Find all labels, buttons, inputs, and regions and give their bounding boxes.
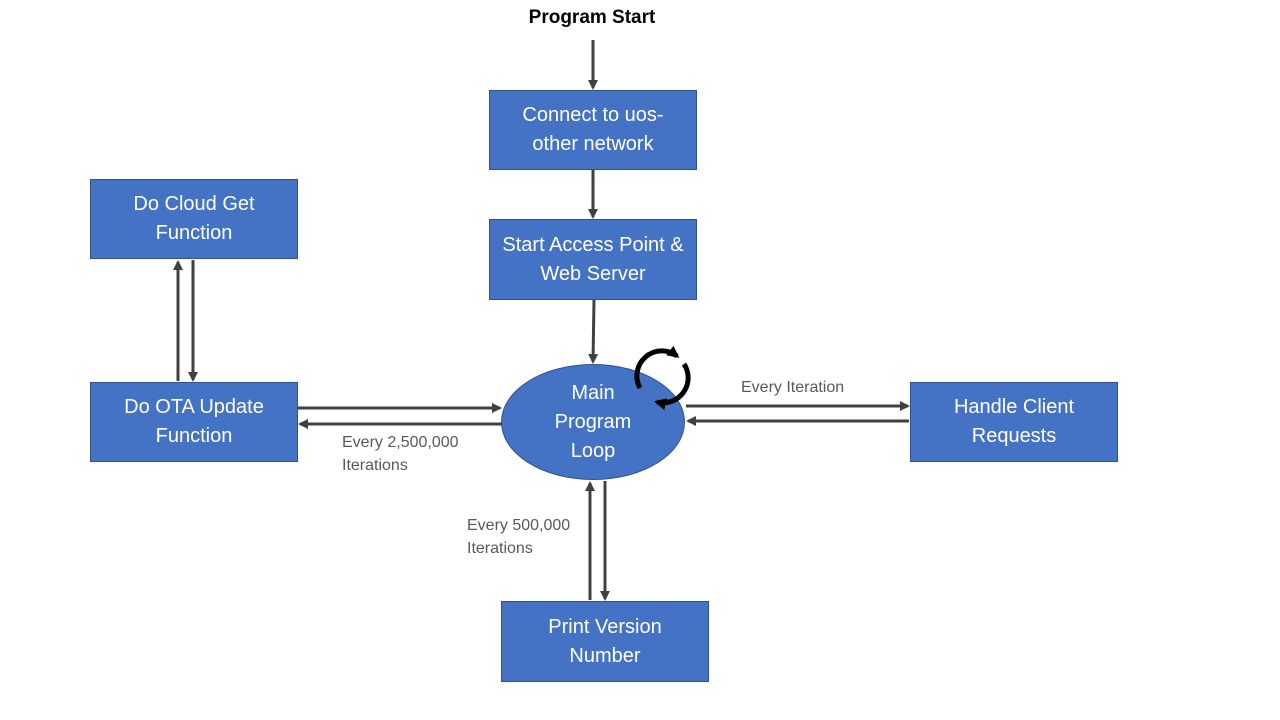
node-main-program-loop-label: Main Program Loop bbox=[554, 381, 632, 462]
refresh-loop-icon-lower-arc bbox=[654, 362, 691, 411]
node-start-access-point-label: Start Access Point & Web Server bbox=[502, 233, 684, 285]
node-print-version-label: Print Version Number bbox=[548, 615, 662, 667]
node-handle-client-requests-label: Handle Client Requests bbox=[953, 396, 1075, 447]
node-cloud-get-label: Do Cloud Get Function bbox=[133, 193, 255, 244]
refresh-loop-icon bbox=[634, 345, 691, 411]
node-print-version[interactable]: Print Version Number bbox=[501, 601, 709, 682]
node-start-access-point[interactable]: Start Access Point & Web Server bbox=[489, 219, 697, 300]
node-ota-update[interactable]: Do OTA Update Function bbox=[90, 382, 298, 462]
arrow-access-point-to-main-loop bbox=[588, 299, 599, 364]
node-main-program-loop[interactable]: Main Program Loop bbox=[501, 364, 685, 480]
refresh-loop-icon-upper-arc bbox=[634, 345, 680, 390]
node-handle-client-requests[interactable]: Handle Client Requests bbox=[910, 382, 1118, 462]
node-connect-network[interactable]: Connect to uos-other network bbox=[489, 90, 697, 170]
node-ota-update-label: Do OTA Update Function bbox=[124, 396, 264, 447]
program-start-label: Program Start bbox=[528, 7, 656, 28]
node-cloud-get[interactable]: Do Cloud Get Function bbox=[90, 179, 298, 259]
edge-label-every-2500000: Every 2,500,000 Iterations bbox=[342, 434, 459, 474]
node-connect-network-label: Connect to uos-other network bbox=[522, 104, 664, 155]
edge-label-every-iteration: Every Iteration bbox=[741, 379, 845, 396]
edge-label-every-500000: Every 500,000 Iterations bbox=[467, 517, 571, 557]
